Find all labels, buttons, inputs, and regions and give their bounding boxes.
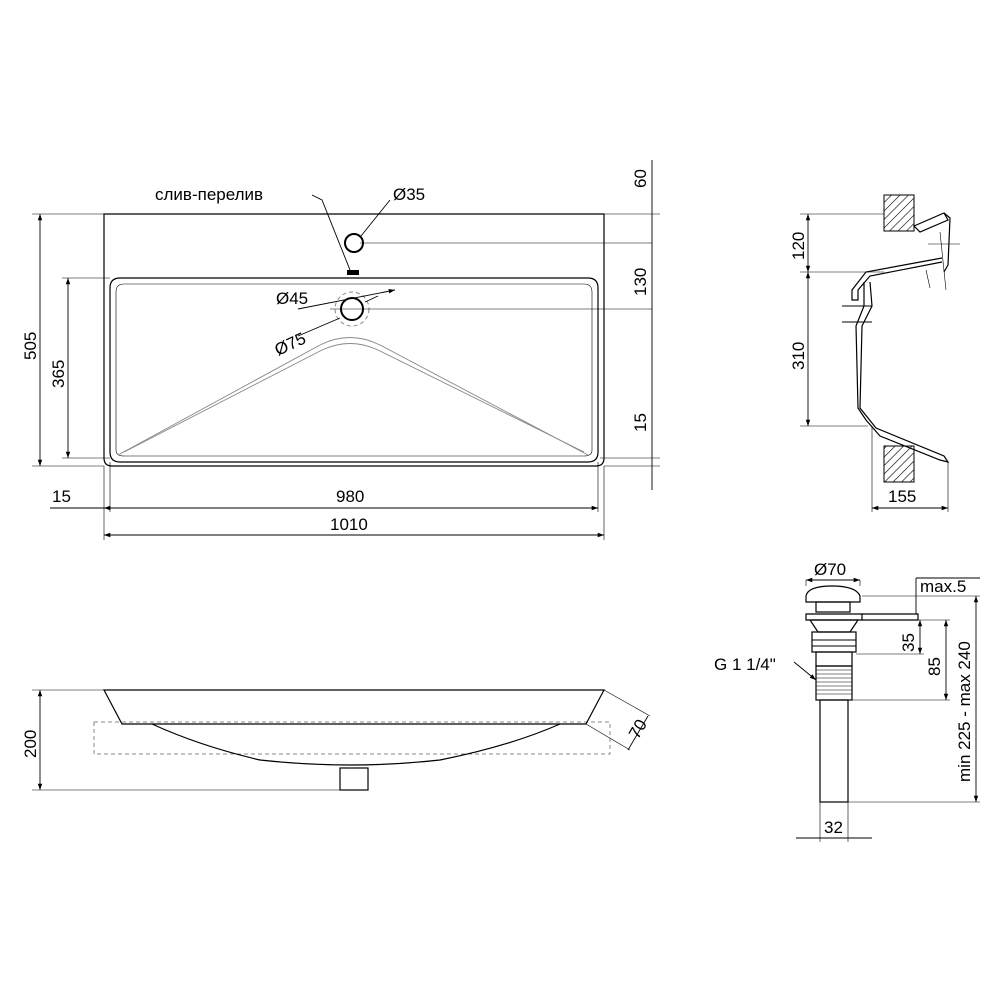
dim-cap-height: 35 <box>899 633 918 652</box>
dim-bowl-depth: 365 <box>49 360 68 388</box>
dim-total-height: 200 <box>21 730 40 758</box>
dim-depth-bottom: 155 <box>888 487 916 506</box>
drain-cap-label: Ø70 <box>814 560 846 579</box>
top-view <box>32 160 660 540</box>
dim-thread-length: 85 <box>925 657 944 676</box>
dim-total-width: 1010 <box>330 515 368 534</box>
dim-side-rim: 15 <box>52 487 71 506</box>
dim-max-gap: max.5 <box>920 577 966 596</box>
drain-fitting <box>793 577 980 842</box>
dim-tap-offset: 60 <box>631 169 650 188</box>
front-view <box>32 689 651 791</box>
dim-rim-slope: 70 <box>625 716 651 742</box>
dim-total-depth: 505 <box>21 332 40 360</box>
dim-bowl-height: 310 <box>789 342 808 370</box>
dim-total-length: min 225 - max 240 <box>955 641 974 782</box>
dim-pipe-diameter: 32 <box>824 818 843 837</box>
drain-hole-label: Ø45 <box>276 289 308 308</box>
overflow-label: слив-перелив <box>155 185 263 204</box>
dim-drain-offset: 130 <box>631 268 650 296</box>
dim-rim-front: 15 <box>631 413 650 432</box>
hole-small-label: Ø35 <box>393 185 425 204</box>
overflow-leader <box>311 194 351 271</box>
thread-label: G 1 1/4" <box>714 655 776 674</box>
dim-bowl-width: 980 <box>336 487 364 506</box>
dim-upper-height: 120 <box>789 232 808 260</box>
side-section <box>800 194 960 512</box>
